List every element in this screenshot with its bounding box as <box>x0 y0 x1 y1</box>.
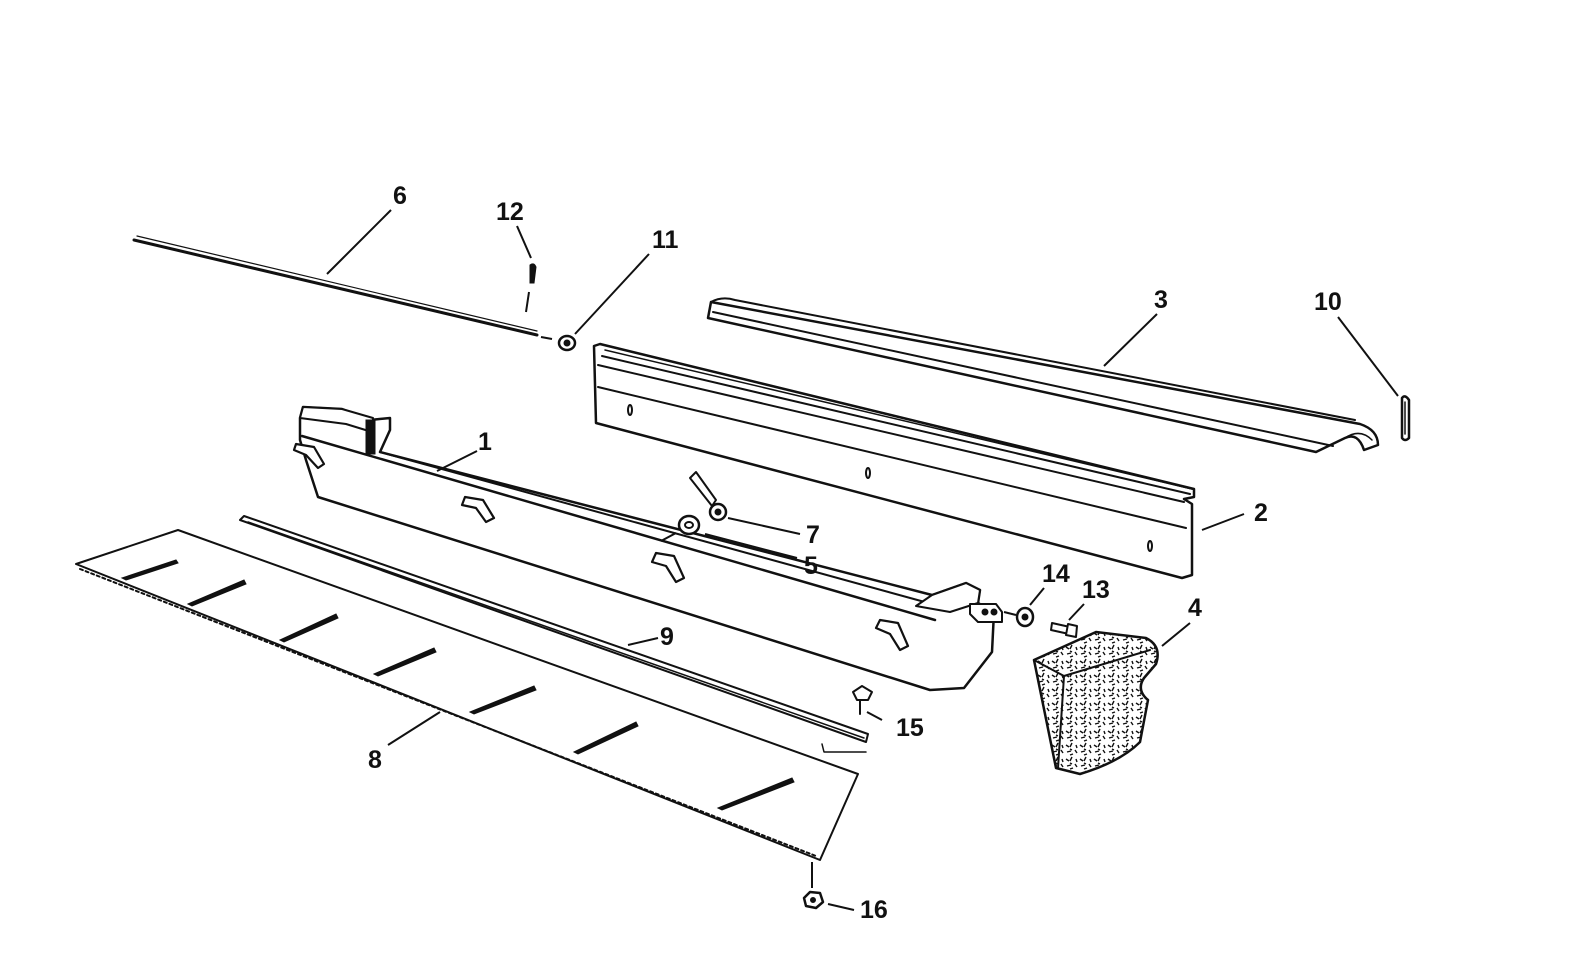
part-4-foam-block <box>1032 630 1159 776</box>
leader-4 <box>1161 622 1191 647</box>
callout-10: 10 <box>1314 288 1342 316</box>
leader-14 <box>1029 587 1045 606</box>
leader-12 <box>516 225 532 259</box>
leader-6 <box>326 209 392 275</box>
part-13-bolt <box>1050 622 1078 638</box>
part-5-washer <box>660 514 701 542</box>
leader-3 <box>1103 313 1158 367</box>
leader-5 <box>704 533 798 559</box>
callout-15: 15 <box>896 714 924 742</box>
part-8-rubber-flap <box>75 529 867 861</box>
leader-13 <box>1068 603 1085 621</box>
callout-3: 3 <box>1154 286 1168 314</box>
part-15-bolt <box>852 685 883 721</box>
callout-11: 11 <box>652 226 679 254</box>
part-7-wing-nut <box>689 471 728 522</box>
leader-2 <box>1201 513 1245 531</box>
callout-8: 8 <box>368 746 382 774</box>
callout-2: 2 <box>1254 499 1268 527</box>
callout-7: 7 <box>806 521 820 549</box>
part-3-cover-strip <box>706 297 1380 454</box>
leader-16 <box>827 903 855 911</box>
callout-4: 4 <box>1188 594 1202 622</box>
part-6-rod <box>132 235 539 337</box>
leader-lines <box>326 209 1399 911</box>
part-14-washer <box>1003 606 1035 628</box>
callout-16: 16 <box>860 896 888 924</box>
callout-12: 12 <box>496 198 524 226</box>
callout-9: 9 <box>660 623 674 651</box>
leader-8 <box>387 711 441 746</box>
part-2-rail <box>592 342 1196 580</box>
part-10-clip <box>1400 395 1411 442</box>
part-11-washer <box>540 334 577 352</box>
leader-11 <box>574 253 650 335</box>
callout-1: 1 <box>478 428 492 456</box>
callout-5: 5 <box>804 552 818 580</box>
part-12-split-pin <box>525 263 537 313</box>
callout-6: 6 <box>393 182 407 210</box>
callout-13: 13 <box>1082 576 1110 604</box>
leader-9 <box>627 637 659 646</box>
part-1-trough <box>292 405 1003 692</box>
leader-7 <box>727 517 801 535</box>
callout-14: 14 <box>1042 560 1070 588</box>
part-16-nut <box>802 862 825 910</box>
leader-10 <box>1337 316 1399 397</box>
part-9-strip <box>239 515 869 743</box>
leader-1 <box>436 450 478 472</box>
callout-labels: 6 12 11 3 10 1 7 5 2 14 13 4 9 15 8 16 <box>368 182 1342 924</box>
